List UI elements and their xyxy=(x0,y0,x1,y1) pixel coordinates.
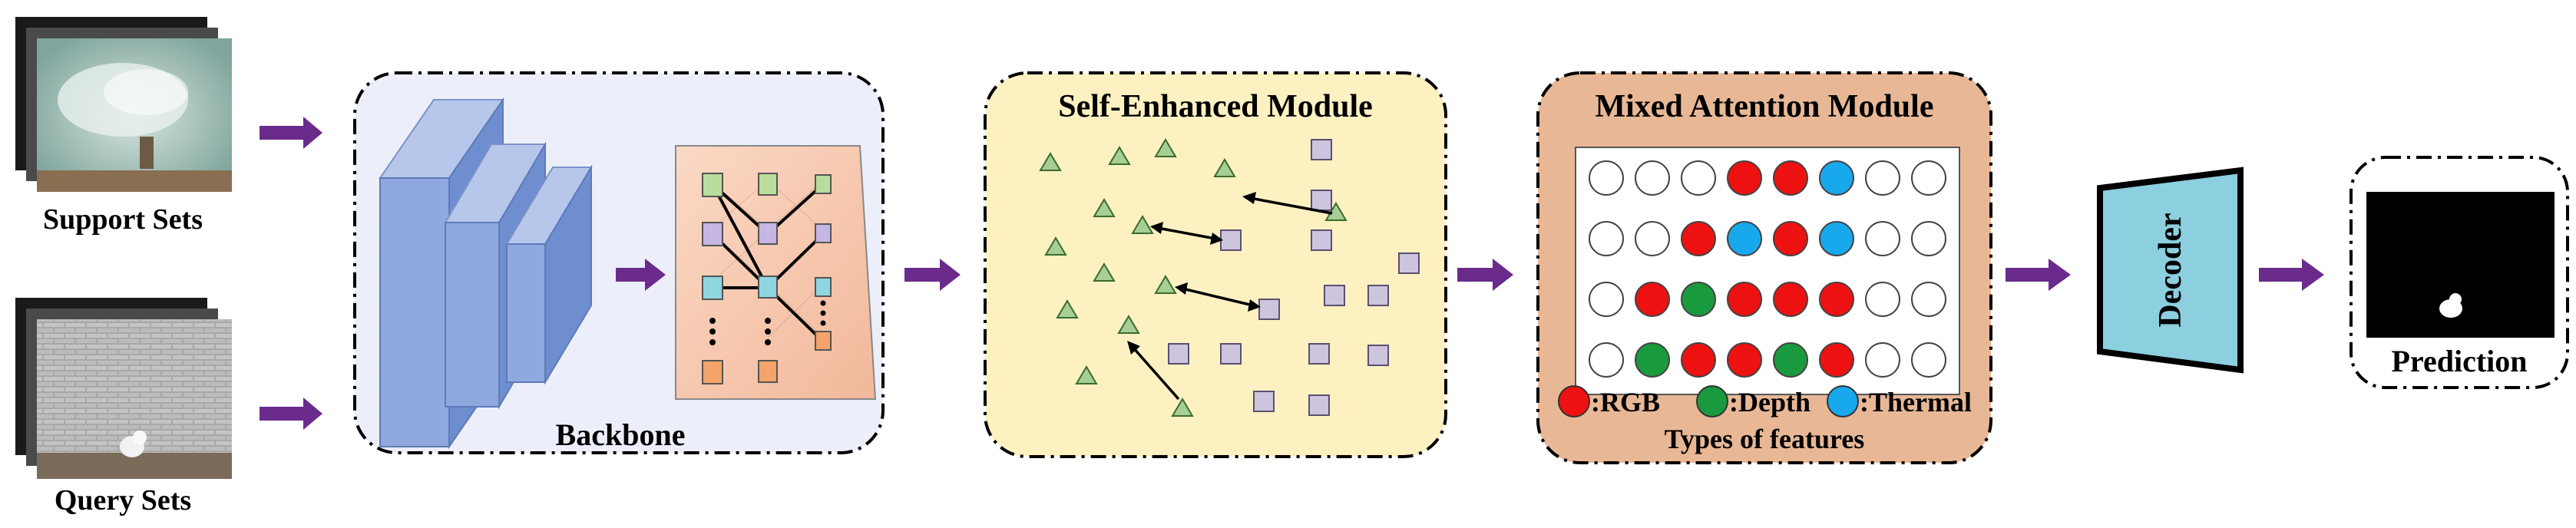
decoder-label: Decoder xyxy=(2153,213,2188,327)
query-sets-label: Query Sets xyxy=(55,484,191,516)
feature-circle-white xyxy=(1589,160,1624,196)
feature-circle-green xyxy=(1681,282,1716,317)
feature-relation-arrows xyxy=(1127,192,1333,401)
arrow-blocks-to-network xyxy=(616,259,666,291)
feature-circle-white xyxy=(1589,342,1624,378)
feature-circle-white xyxy=(1911,221,1946,256)
feature-circle-white xyxy=(1865,221,1900,256)
arrow-sem-to-mam xyxy=(1457,259,1513,291)
legend-thermal-dot xyxy=(1827,385,1859,417)
feature-circle-red xyxy=(1727,282,1762,317)
feature-circle-white xyxy=(1911,282,1946,317)
feature-circle-blue xyxy=(1819,160,1854,196)
feature-circle-white xyxy=(1865,282,1900,317)
feature-circle-red xyxy=(1635,282,1670,317)
feature-grid xyxy=(1589,160,1946,378)
query-set-stack xyxy=(15,298,232,479)
feature-circle-red xyxy=(1819,282,1854,317)
backbone-feature-blocks xyxy=(379,97,593,450)
feature-circle-white xyxy=(1589,221,1624,256)
legend-rgb-dot xyxy=(1558,385,1590,417)
feature-circle-white xyxy=(1911,342,1946,378)
legend-depth-dot xyxy=(1696,385,1728,417)
feature-circle-red xyxy=(1819,342,1854,378)
feature-circle-white xyxy=(1865,160,1900,196)
feature-circle-red xyxy=(1727,342,1762,378)
feature-grid-frame xyxy=(1575,147,1960,395)
feature-circle-red xyxy=(1727,160,1762,196)
feature-circle-green xyxy=(1635,342,1670,378)
feature-squares xyxy=(1168,139,1420,416)
feature-circle-white xyxy=(1635,160,1670,196)
prediction-mask xyxy=(2366,192,2555,338)
self-enhanced-module-title: Self-Enhanced Module xyxy=(1058,89,1373,124)
feature-circle-red xyxy=(1681,342,1716,378)
feature-circle-red xyxy=(1773,282,1808,317)
self-enhanced-module-panel: Self-Enhanced Module xyxy=(984,71,1447,458)
feature-circle-green xyxy=(1773,342,1808,378)
arrow-backbone-to-sem xyxy=(904,259,961,291)
feature-circle-red xyxy=(1681,221,1716,256)
arrow-query-to-backbone xyxy=(260,398,322,430)
prediction-label: Prediction xyxy=(2391,344,2527,378)
feature-circle-white xyxy=(1589,282,1624,317)
query-image xyxy=(37,319,232,479)
feature-circle-white xyxy=(1865,342,1900,378)
support-image xyxy=(37,38,232,192)
feature-circle-white xyxy=(1635,221,1670,256)
feature-types-caption: Types of features xyxy=(1665,424,1865,454)
feature-circle-red xyxy=(1773,221,1808,256)
arrow-decoder-to-prediction xyxy=(2259,259,2324,291)
arrow-support-to-backbone xyxy=(260,117,322,149)
legend-rgb-label: :RGB xyxy=(1591,387,1660,417)
support-sets-label: Support Sets xyxy=(43,203,203,236)
feature-circle-red xyxy=(1773,160,1808,196)
feature-circle-white xyxy=(1681,160,1716,196)
arrow-mam-to-decoder xyxy=(2006,259,2071,291)
network-graph-icon xyxy=(675,145,877,400)
mixed-attention-module-panel: Mixed Attention Module :RGB :Depth :Ther… xyxy=(1536,71,1992,464)
backbone-label: Backbone xyxy=(556,417,686,452)
mixed-attention-module-title: Mixed Attention Module xyxy=(1596,89,1934,124)
prediction-panel: Prediction xyxy=(2349,156,2569,389)
feature-type-legend: :RGB :Depth :Thermal xyxy=(1558,385,1972,417)
support-set-stack xyxy=(15,17,232,192)
backbone-panel: Backbone xyxy=(353,71,885,454)
feature-circle-blue xyxy=(1727,221,1762,256)
legend-thermal-label: :Thermal xyxy=(1860,387,1972,417)
legend-depth-label: :Depth xyxy=(1729,387,1810,417)
feature-triangles xyxy=(1039,138,1348,417)
feature-circle-white xyxy=(1911,160,1946,196)
decoder-block: Decoder xyxy=(2097,167,2244,374)
feature-circle-blue xyxy=(1819,221,1854,256)
